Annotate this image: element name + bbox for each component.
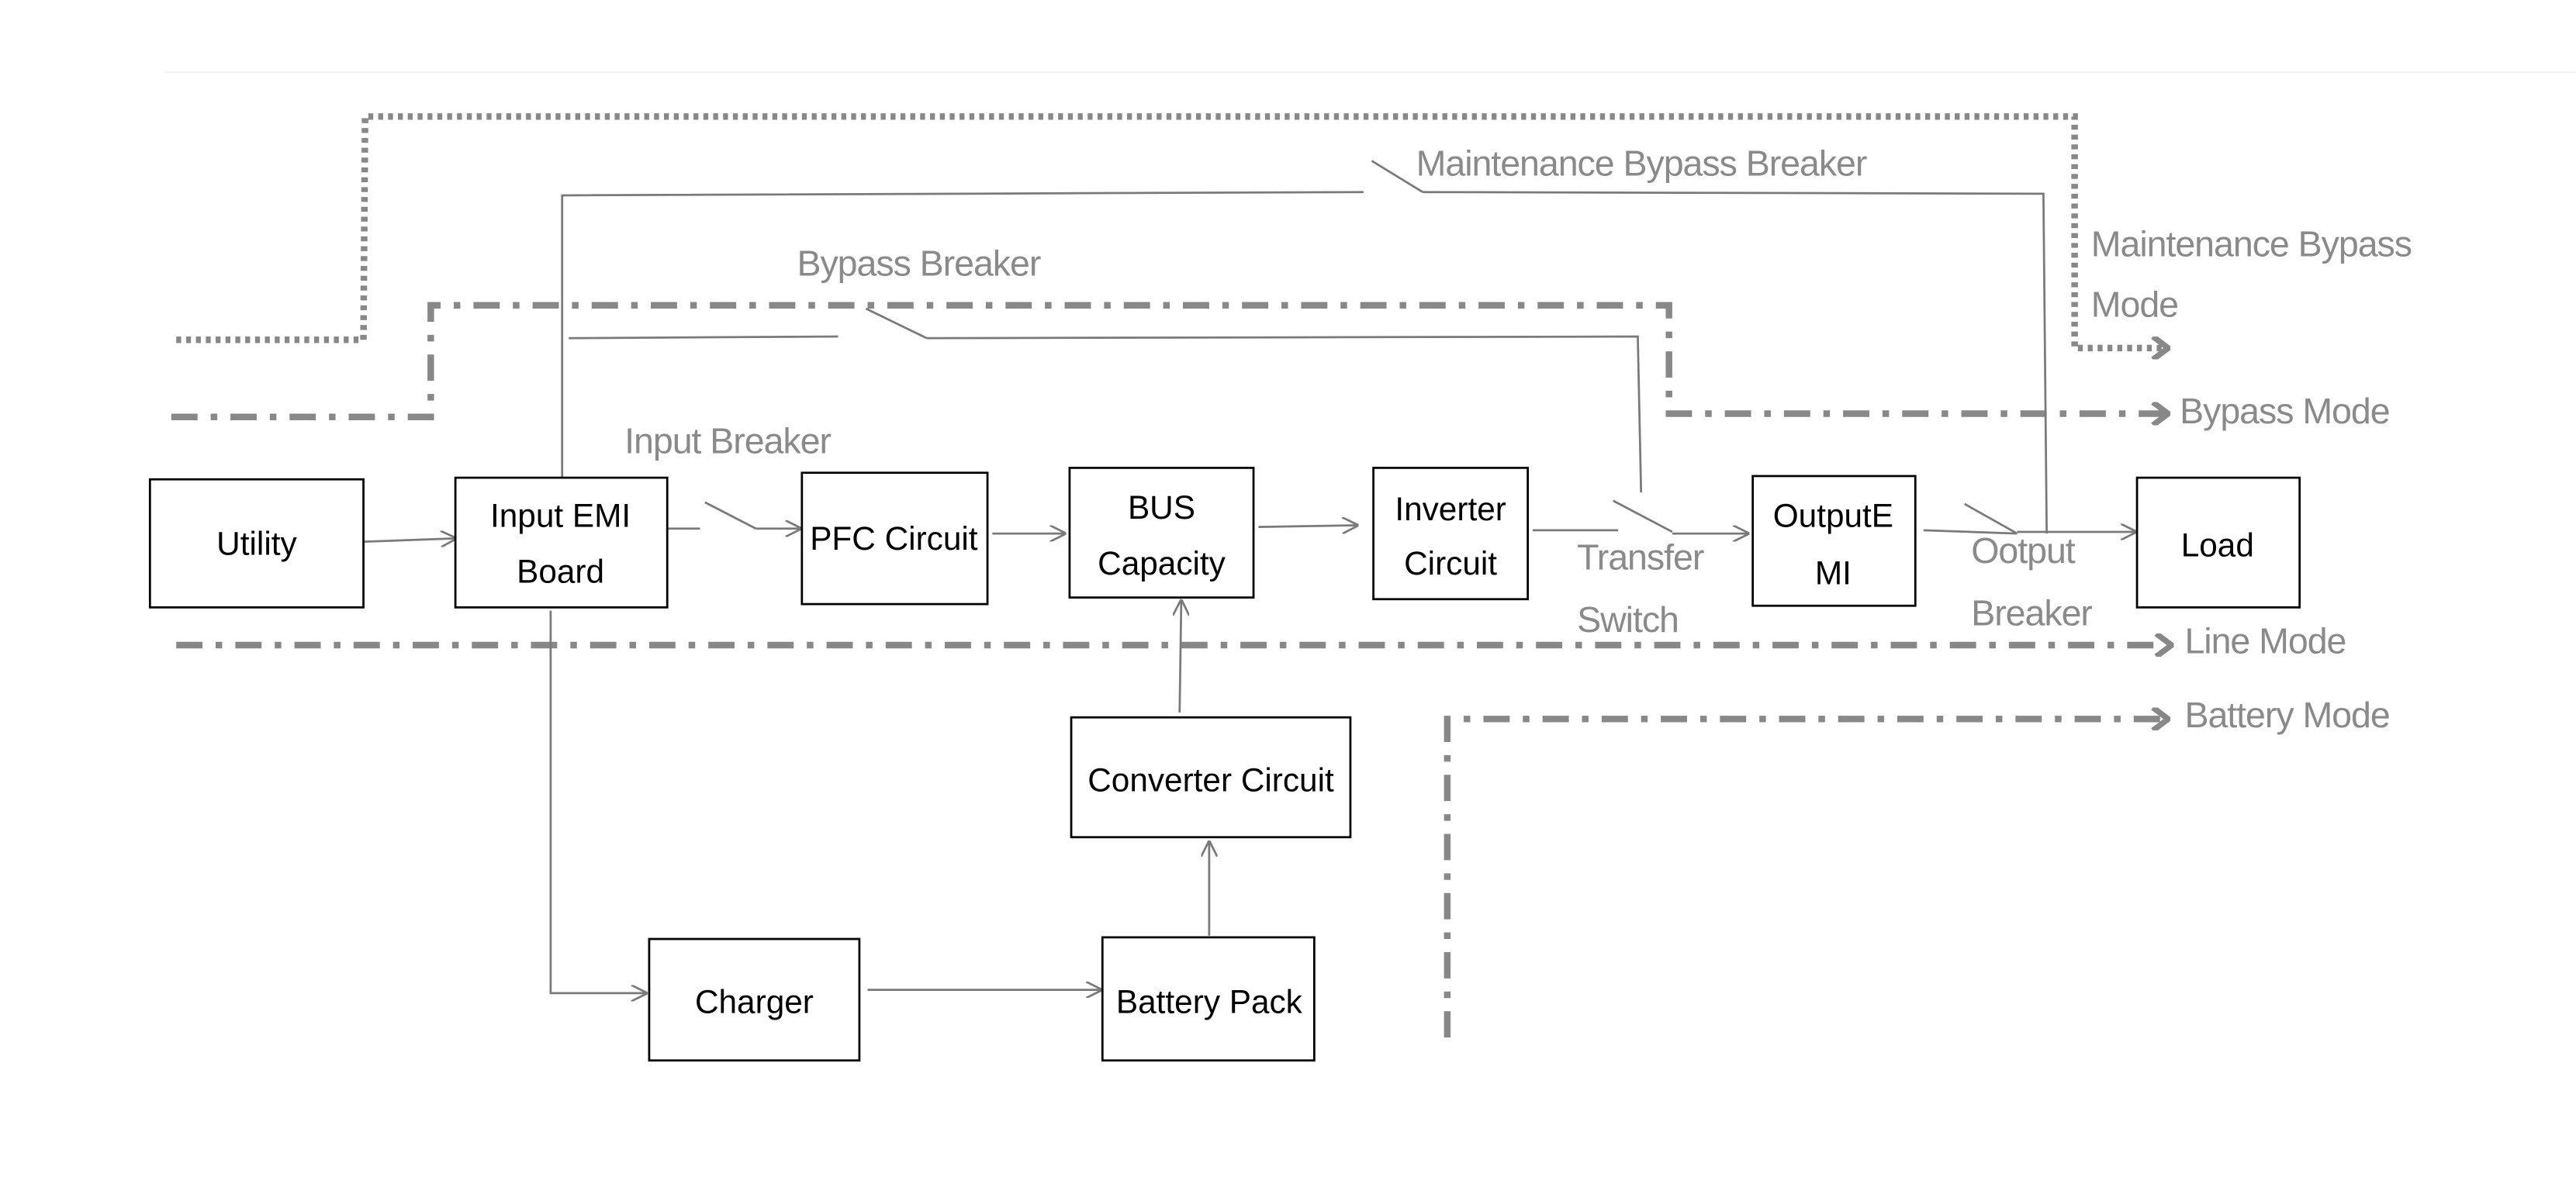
block-label: BUS (1128, 489, 1195, 526)
wire-utility-emi (363, 538, 456, 541)
block-utility: Utility (148, 478, 365, 609)
block-label: Load (2181, 527, 2254, 564)
output-breaker-switch (1964, 502, 2018, 535)
block-label: Inverter (1395, 491, 1506, 527)
block-label: Input EMI (490, 498, 631, 534)
wire-maintenance-bypass-in (561, 191, 1364, 478)
maintenance-bypass-mode-path (176, 113, 2168, 348)
transfer-switch-label: Transfer (1577, 537, 1704, 578)
block-output-emi: OutputE MI (1751, 475, 1917, 607)
block-label: PFC Circuit (810, 520, 978, 557)
battery-mode-path (1444, 719, 2168, 1038)
block-charger: Charger (648, 937, 861, 1062)
block-label: Capacity (1098, 545, 1226, 582)
block-label: Battery Pack (1116, 983, 1303, 1020)
wire-bypass-in (569, 335, 838, 340)
bypass-breaker-label: Bypass Breaker (797, 243, 1040, 284)
block-label: Converter Circuit (1087, 761, 1334, 798)
maintenance-bypass-mode-label: Maintenance Bypass (2091, 223, 2412, 264)
wire-bypass-out (926, 335, 1643, 493)
bypass-breaker-switch (865, 307, 928, 340)
wires (363, 160, 2135, 993)
block-bus-capacity: BUS Capacity (1068, 467, 1255, 599)
maintenance-bypass-mode-label: Mode (2091, 285, 2178, 325)
block-label: Utility (216, 526, 297, 562)
transfer-switch-label: Switch (1577, 599, 1679, 640)
block-label: Charger (695, 983, 814, 1020)
maintenance-bypass-breaker-switch (1371, 160, 1423, 193)
maintenance-bypass-breaker-label: Maintenance Bypass Breaker (1416, 143, 1867, 184)
block-input-emi-board: Input EMI Board (454, 476, 669, 609)
output-breaker-label: Ootput (1971, 530, 2076, 571)
wire-converter-bus (1180, 601, 1181, 713)
line-mode-label: Line Mode (2184, 621, 2346, 661)
block-pfc-circuit: PFC Circuit (800, 471, 989, 606)
wire-maintenance-bypass-out (1423, 191, 2049, 534)
input-breaker-switch (704, 501, 757, 530)
bypass-mode-label: Bypass Mode (2180, 391, 2389, 431)
block-label: Circuit (1404, 545, 1497, 582)
wire-emi-charger (549, 610, 646, 993)
block-label: Board (517, 554, 604, 590)
block-label: OutputE (1773, 498, 1893, 534)
block-inverter-circuit: Inverter Circuit (1372, 467, 1529, 601)
battery-mode-label: Battery Mode (2184, 695, 2389, 735)
wire-bus-inverter (1258, 525, 1357, 526)
bypass-mode-path (171, 302, 2168, 417)
block-battery-pack: Battery Pack (1101, 936, 1316, 1062)
block-label: MI (1815, 555, 1852, 592)
output-breaker-label: Breaker (1971, 593, 2092, 633)
transfer-switch (1613, 499, 1673, 533)
wire-output-emi-out (1923, 529, 2018, 535)
block-load: Load (2135, 476, 2301, 609)
input-breaker-label: Input Breaker (624, 420, 831, 461)
block-converter-circuit: Converter Circuit (1070, 716, 1352, 839)
